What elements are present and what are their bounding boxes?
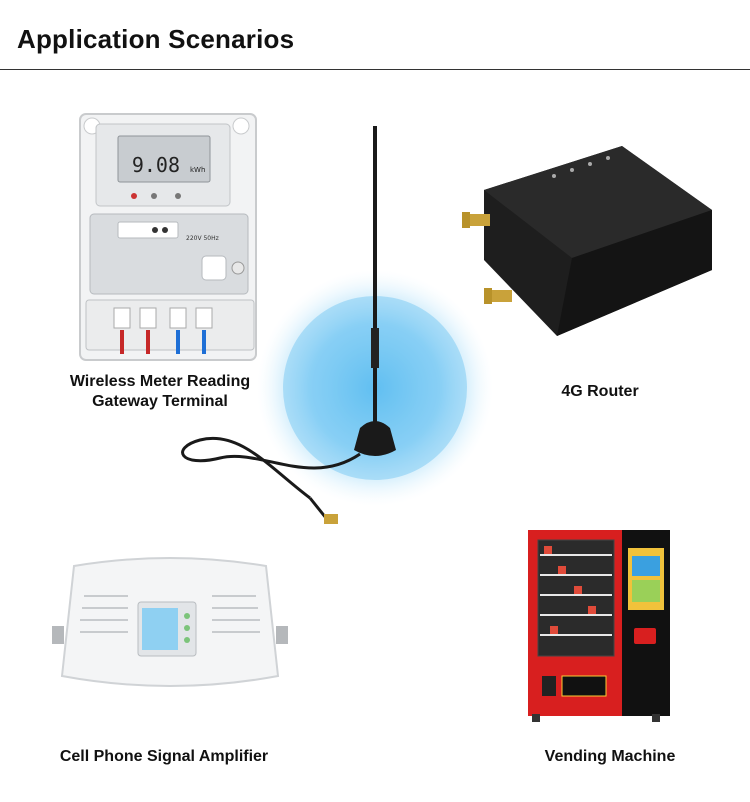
caption-meter-gateway: Wireless Meter Reading Gateway Terminal <box>40 372 280 412</box>
signal-amplifier-icon <box>52 557 288 687</box>
caption-meter-line2: Gateway Terminal <box>92 393 228 410</box>
meter-unit: kWh <box>190 166 205 174</box>
page-title: Application Scenarios <box>17 24 295 54</box>
vending-machine-icon <box>528 530 670 722</box>
router-icon <box>462 146 712 336</box>
meter-rating: 220V 50Hz <box>186 235 219 242</box>
caption-meter-line1: Wireless Meter Reading <box>69 373 251 390</box>
caption-4g-router: 4G Router <box>561 383 639 400</box>
electric-meter-icon: 9.08 kWh 220V 50Hz <box>79 113 257 361</box>
caption-vending-machine: Vending Machine <box>544 748 676 765</box>
meter-reading: 9.08 <box>132 153 180 177</box>
antenna-icon <box>181 126 493 524</box>
header-divider <box>0 69 750 70</box>
caption-signal-amplifier: Cell Phone Signal Amplifier <box>59 748 269 765</box>
